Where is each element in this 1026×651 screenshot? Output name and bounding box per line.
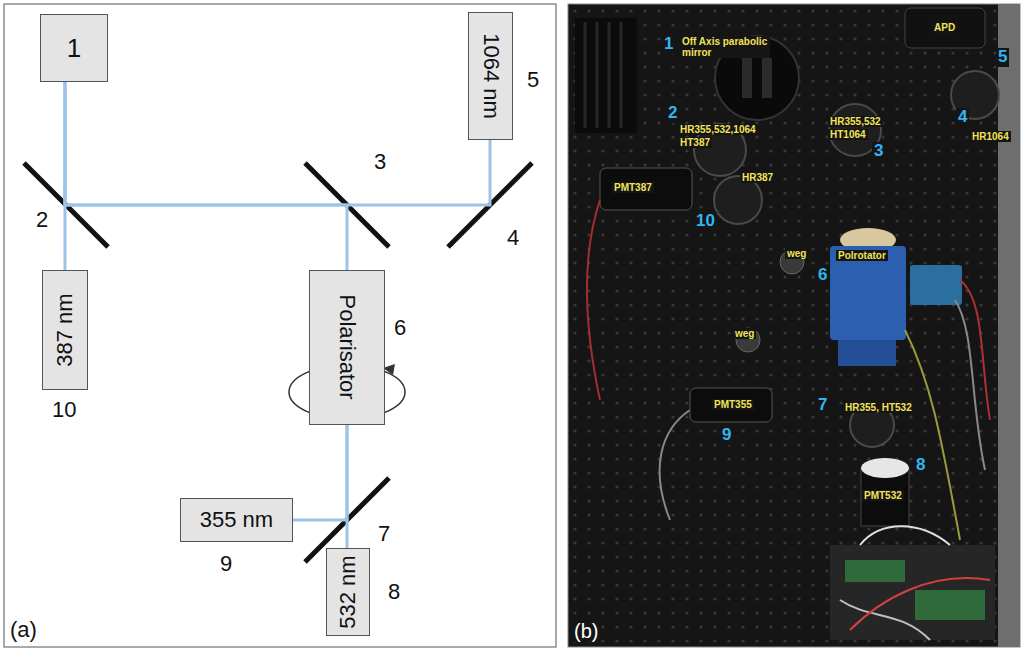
circuit-board bbox=[915, 590, 985, 620]
box-label: 1 bbox=[67, 34, 81, 63]
panel-frame bbox=[4, 4, 556, 647]
mount-slot bbox=[762, 58, 772, 98]
part-label: HT387 bbox=[678, 137, 712, 148]
pegboard bbox=[568, 4, 998, 647]
cables bbox=[840, 526, 990, 640]
callout-number: 9 bbox=[720, 426, 733, 445]
light-beam bbox=[65, 82, 347, 270]
motor-driver bbox=[910, 265, 962, 305]
part-label: PMT532 bbox=[862, 490, 904, 501]
callout-number: 7 bbox=[378, 522, 390, 546]
box-label: 355 nm bbox=[200, 508, 273, 532]
callout-number: 7 bbox=[816, 396, 829, 415]
callout-number: 2 bbox=[666, 104, 679, 123]
box-label: 532 nm bbox=[336, 555, 360, 628]
callout-number: 4 bbox=[956, 108, 969, 127]
part-label: HR1064 bbox=[970, 131, 1011, 142]
callout-number: 8 bbox=[388, 580, 400, 604]
light-beam bbox=[293, 425, 347, 520]
callout-number: 3 bbox=[374, 150, 386, 174]
panel-label: (a) bbox=[10, 618, 37, 642]
callout-number: 10 bbox=[52, 398, 76, 422]
callout-number: 5 bbox=[527, 68, 539, 92]
callout-number: 6 bbox=[816, 266, 829, 285]
electronics bbox=[830, 545, 995, 640]
part-label: HR355,532 bbox=[828, 116, 883, 127]
callout-number: 10 bbox=[694, 212, 717, 231]
part-label: APD bbox=[932, 22, 957, 33]
heatsink-fins bbox=[585, 22, 621, 128]
part-label: HR387 bbox=[740, 172, 775, 183]
cabinet-rail bbox=[998, 4, 1020, 647]
polrotator-body bbox=[830, 246, 906, 340]
callout-number: 4 bbox=[507, 226, 519, 250]
callout-number: 6 bbox=[394, 316, 406, 340]
channel-box: 355 nm bbox=[180, 498, 293, 542]
receiver-box: 1 bbox=[40, 14, 108, 82]
part-label: PMT387 bbox=[612, 182, 654, 193]
light-beam bbox=[346, 425, 349, 548]
callout-number: 1 bbox=[662, 35, 675, 54]
mirror-mount bbox=[714, 176, 762, 224]
part-label: Off Axis parabolic mirror bbox=[680, 36, 770, 58]
part-label: PMT355 bbox=[712, 399, 754, 410]
circuit-board bbox=[845, 560, 905, 582]
callout-number: 5 bbox=[996, 48, 1009, 67]
polrotator-base bbox=[838, 340, 896, 366]
part-label: HR355,532,1064 bbox=[678, 124, 758, 135]
box-label: Polarisator bbox=[335, 295, 359, 400]
box-label: 387 nm bbox=[53, 293, 77, 366]
apd-housing bbox=[905, 8, 985, 48]
channel-box: 387 nm bbox=[42, 270, 88, 390]
part-label: HR355, HT532 bbox=[843, 402, 914, 413]
pmt-window bbox=[861, 458, 909, 478]
box-label: 1064 nm bbox=[478, 33, 502, 119]
channel-box: 1064 nm bbox=[468, 12, 513, 140]
light-beam bbox=[65, 82, 490, 205]
callout-number: 3 bbox=[872, 142, 885, 161]
callout-number: 9 bbox=[220, 552, 232, 576]
polarizer-box: Polarisator bbox=[309, 270, 385, 425]
callout-number: 8 bbox=[914, 456, 927, 475]
callout-number: 2 bbox=[36, 208, 48, 232]
part-label: weg bbox=[733, 328, 756, 339]
photo-ground bbox=[568, 4, 1020, 647]
wires bbox=[587, 200, 990, 540]
heatsink bbox=[575, 18, 637, 133]
pmt-housing bbox=[600, 168, 692, 210]
pmt-housing bbox=[690, 388, 772, 422]
part-label: weg bbox=[785, 248, 808, 259]
part-label: HT1064 bbox=[828, 129, 868, 140]
part-label: Polrotator bbox=[836, 250, 888, 261]
mount-slot bbox=[742, 58, 752, 98]
panel-label: (b) bbox=[572, 620, 600, 642]
channel-box: 532 nm bbox=[326, 548, 370, 636]
